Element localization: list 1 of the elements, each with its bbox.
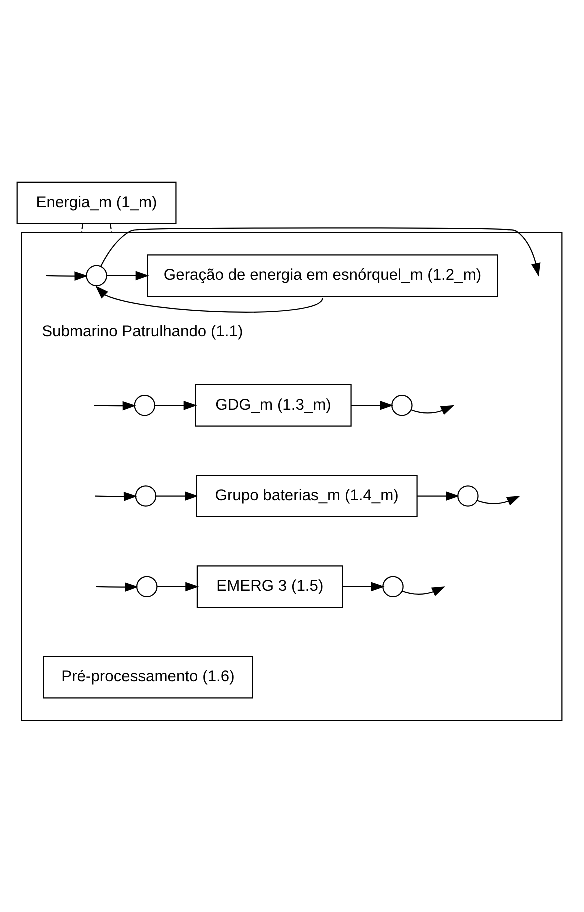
node-label: Submarino Patrulhando (1.1) <box>42 324 244 341</box>
